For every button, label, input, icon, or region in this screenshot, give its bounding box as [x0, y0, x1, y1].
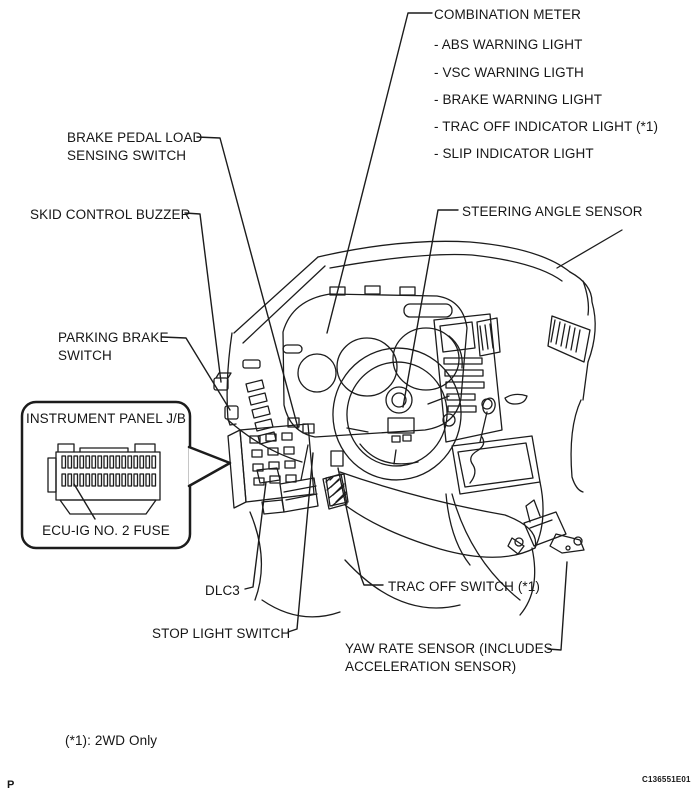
- leader-brake-pedal-load: [196, 136, 299, 429]
- yaw-rate-sensor-part: [507, 499, 585, 555]
- fuse-slots-row1: [61, 455, 157, 469]
- leader-dlc3: [244, 481, 267, 590]
- label-trac-off-indicator-light: - TRAC OFF INDICATOR LIGHT (*1): [434, 119, 659, 134]
- fuse-slots-row2: [61, 473, 157, 487]
- label-ecu-ig-no2-fuse: ECU-IG NO. 2 FUSE: [42, 523, 170, 538]
- label-combination-meter: COMBINATION METER: [434, 7, 581, 22]
- label-parking-brake-switch: PARKING BRAKE SWITCH: [58, 330, 169, 363]
- leader-stop-light: [287, 452, 314, 633]
- label-stop-light-switch: STOP LIGHT SWITCH: [152, 626, 291, 641]
- nav-screen: [439, 321, 476, 353]
- passenger-vent: [547, 315, 591, 363]
- label-yaw-rate-sensor: YAW RATE SENSOR (INCLUDES ACCELERATION S…: [345, 641, 553, 674]
- instrument-cluster: [282, 285, 468, 438]
- side-vent-grille: [242, 359, 277, 445]
- fuse-box: [47, 443, 161, 520]
- pedal-bracket-switches: [287, 417, 315, 434]
- label-steering-angle-sensor: STEERING ANGLE SENSOR: [462, 204, 643, 219]
- leader-skid-buzzer: [184, 212, 222, 383]
- steering-angle-sensor-part: [385, 386, 413, 414]
- shift-console: [445, 393, 544, 566]
- brake-pedal: [279, 477, 319, 513]
- callout-bubble: [20, 400, 232, 550]
- leader-lines: [161, 12, 568, 651]
- leader-ecu-ig-fuse: [73, 483, 96, 520]
- center-stack: [433, 313, 503, 443]
- label-brake-warning-light: - BRAKE WARNING LIGHT: [434, 92, 603, 107]
- leader-yaw-rate: [547, 561, 568, 651]
- leader-parking-brake: [161, 336, 231, 411]
- label-brake-pedal-load-sensing-switch: BRAKE PEDAL LOAD SENSING SWITCH: [67, 130, 203, 163]
- figure-code: C136551E01: [642, 775, 691, 784]
- label-skid-control-buzzer: SKID CONTROL BUZZER: [30, 207, 191, 222]
- leader-steering-angle: [402, 209, 459, 408]
- dash-outline: [226, 229, 623, 618]
- page-letter: P: [7, 779, 15, 791]
- leader-combination-meter: [326, 12, 433, 334]
- door-pull: [504, 393, 528, 405]
- label-abs-warning-light: - ABS WARNING LIGHT: [434, 37, 583, 52]
- pedals: [279, 444, 348, 513]
- label-dlc3: DLC3: [205, 583, 240, 598]
- label-vsc-warning-light: - VSC WARNING LIGTH: [434, 65, 584, 80]
- leader-trac-off: [337, 467, 384, 586]
- dlc3-connector: [256, 467, 281, 484]
- label-slip-indicator-light: - SLIP INDICATOR LIGHT: [434, 146, 594, 161]
- label-trac-off-switch: TRAC OFF SWITCH (*1): [388, 579, 540, 594]
- accelerator-pedal: [322, 473, 348, 510]
- parking-brake-switch-part: [224, 405, 239, 426]
- footnote: (*1): 2WD Only: [65, 733, 158, 748]
- steering-wheel: [332, 347, 462, 481]
- label-instrument-panel-jb: INSTRUMENT PANEL J/B: [25, 411, 187, 426]
